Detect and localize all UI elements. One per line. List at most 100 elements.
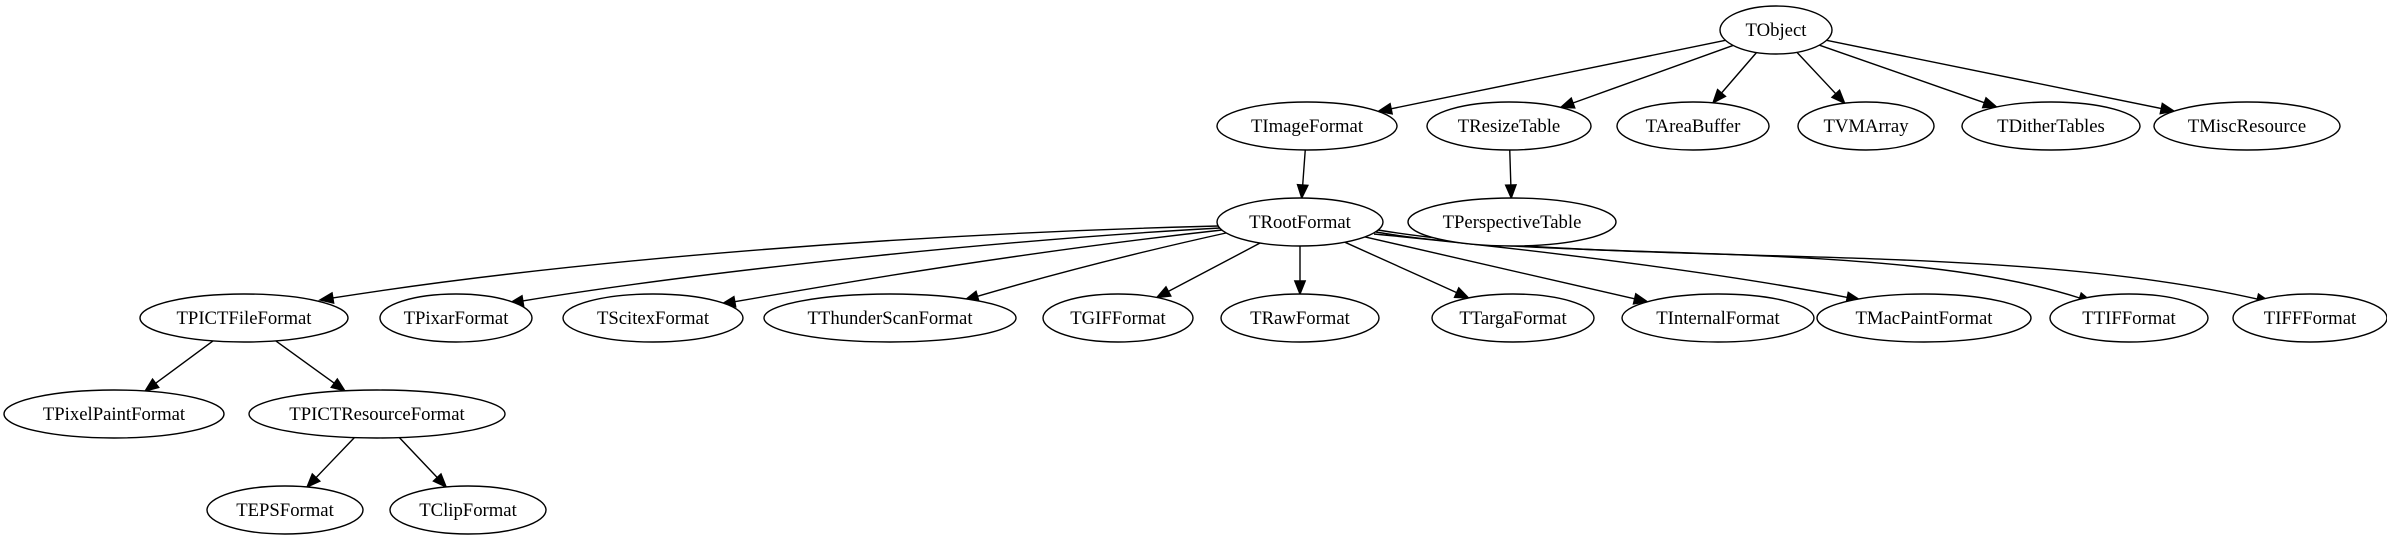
node-TPICTFileFormat: TPICTFileFormat	[139, 293, 349, 343]
node-label: TObject	[1746, 20, 1808, 41]
arrowhead-icon	[1376, 102, 1394, 115]
arrowhead-icon	[143, 377, 160, 393]
node-label: TMacPaintFormat	[1855, 308, 1993, 329]
arrowhead-icon	[2159, 102, 2176, 115]
node-ellipse	[1407, 197, 1617, 247]
node-label: TPICTFileFormat	[177, 308, 313, 329]
node-ellipse	[1431, 293, 1595, 343]
edge-line	[1826, 39, 2162, 110]
edge-TRootFormat-to-TTargaFormat	[1344, 241, 1471, 299]
node-label: TAreaBuffer	[1646, 116, 1741, 137]
node-TAreaBuffer: TAreaBuffer	[1616, 101, 1770, 151]
node-TClipFormat: TClipFormat	[389, 485, 547, 535]
edge-line	[522, 227, 1221, 302]
node-label: TResizeTable	[1458, 116, 1560, 137]
node-label: TPICTResourceFormat	[289, 404, 465, 425]
edges-layer	[143, 39, 2272, 489]
node-label: TPixarFormat	[404, 308, 510, 329]
node-ellipse	[3, 389, 225, 439]
edge-TRootFormat-to-TGIFFormat	[1155, 242, 1261, 299]
node-ellipse	[1621, 293, 1815, 343]
edge-TRootFormat-to-TPICTFileFormat	[318, 225, 1219, 305]
node-ellipse	[562, 293, 744, 343]
node-ellipse	[389, 485, 547, 535]
edge-TObject-to-TDitherTables	[1819, 44, 1999, 109]
node-TInternalFormat: TInternalFormat	[1621, 293, 1815, 343]
node-ellipse	[763, 293, 1017, 343]
node-TEPSFormat: TEPSFormat	[206, 485, 364, 535]
node-label: TGIFFormat	[1070, 308, 1166, 329]
node-label: TMiscResource	[2188, 116, 2306, 137]
node-ellipse	[379, 293, 533, 343]
edge-line	[1302, 149, 1306, 186]
node-label: TThunderScanFormat	[807, 308, 973, 329]
node-ellipse	[206, 485, 364, 535]
node-ellipse	[1816, 293, 2032, 343]
node-TPerspectiveTable: TPerspectiveTable	[1407, 197, 1617, 247]
node-ellipse	[1616, 101, 1770, 151]
node-ellipse	[248, 389, 506, 439]
edge-line	[1819, 44, 1985, 104]
node-TObject: TObject	[1719, 5, 1833, 55]
edge-line	[1720, 52, 1758, 94]
edge-TObject-to-TMiscResource	[1826, 39, 2176, 115]
node-label: TImageFormat	[1251, 116, 1364, 137]
node-ellipse	[1042, 293, 1194, 343]
edge-line	[315, 437, 355, 479]
node-label: TEPSFormat	[236, 500, 334, 521]
arrowhead-icon	[1155, 285, 1172, 299]
edge-TObject-to-TVMArray	[1796, 51, 1846, 105]
edge-TPICTFileFormat-to-TPICTResourceFormat	[275, 340, 347, 392]
arrowhead-icon	[1296, 183, 1309, 200]
edge-line	[1572, 44, 1734, 104]
node-TRootFormat: TRootFormat	[1216, 197, 1384, 247]
node-ellipse	[1426, 101, 1592, 151]
node-TMacPaintFormat: TMacPaintFormat	[1816, 293, 2032, 343]
node-TImageFormat: TImageFormat	[1216, 101, 1398, 151]
node-ellipse	[2049, 293, 2209, 343]
arrowhead-icon	[1632, 292, 1650, 305]
node-TPICTResourceFormat: TPICTResourceFormat	[248, 389, 506, 439]
node-TPixelPaintFormat: TPixelPaintFormat	[3, 389, 225, 439]
node-TDitherTables: TDitherTables	[1961, 101, 2141, 151]
edge-line	[155, 340, 214, 384]
edge-line	[1344, 241, 1457, 294]
node-ellipse	[1719, 5, 1833, 55]
node-ellipse	[1797, 101, 1935, 151]
node-ellipse	[1216, 101, 1398, 151]
node-label: TTIFFormat	[2082, 308, 2176, 329]
node-TScitexFormat: TScitexFormat	[562, 293, 744, 343]
edge-line	[1168, 242, 1261, 293]
node-ellipse	[1216, 197, 1384, 247]
arrowhead-icon	[1711, 88, 1727, 105]
edge-line	[1364, 236, 1635, 300]
edge-line	[1509, 149, 1512, 186]
edge-line	[275, 340, 335, 384]
node-TTIFFormat: TTIFFormat	[2049, 293, 2209, 343]
node-label: TClipFormat	[419, 500, 517, 521]
arrowhead-icon	[1830, 88, 1846, 105]
node-TIFFFormat: TIFFFormat	[2232, 293, 2387, 343]
node-label: TDitherTables	[1997, 116, 2105, 137]
node-TMiscResource: TMiscResource	[2153, 101, 2341, 151]
edge-TPICTFileFormat-to-TPixelPaintFormat	[143, 340, 214, 393]
edge-line	[1796, 51, 1837, 95]
arrowhead-icon	[305, 472, 322, 489]
node-TThunderScanFormat: TThunderScanFormat	[763, 293, 1017, 343]
node-label: TVMArray	[1823, 116, 1909, 137]
node-label: TPerspectiveTable	[1443, 212, 1582, 233]
edge-line	[734, 229, 1223, 303]
node-label: TTargaFormat	[1459, 308, 1567, 329]
edge-TPICTResourceFormat-to-TEPSFormat	[305, 437, 355, 489]
node-ellipse	[1961, 101, 2141, 151]
node-label: TPixelPaintFormat	[43, 404, 186, 425]
node-label: TRawFormat	[1250, 308, 1350, 329]
edge-TPICTResourceFormat-to-TClipFormat	[398, 437, 448, 489]
node-TPixarFormat: TPixarFormat	[379, 293, 533, 343]
edge-line	[1390, 39, 1726, 110]
edge-TRootFormat-to-TInternalFormat	[1364, 236, 1650, 305]
node-ellipse	[2153, 101, 2341, 151]
arrowhead-icon	[1453, 286, 1471, 299]
